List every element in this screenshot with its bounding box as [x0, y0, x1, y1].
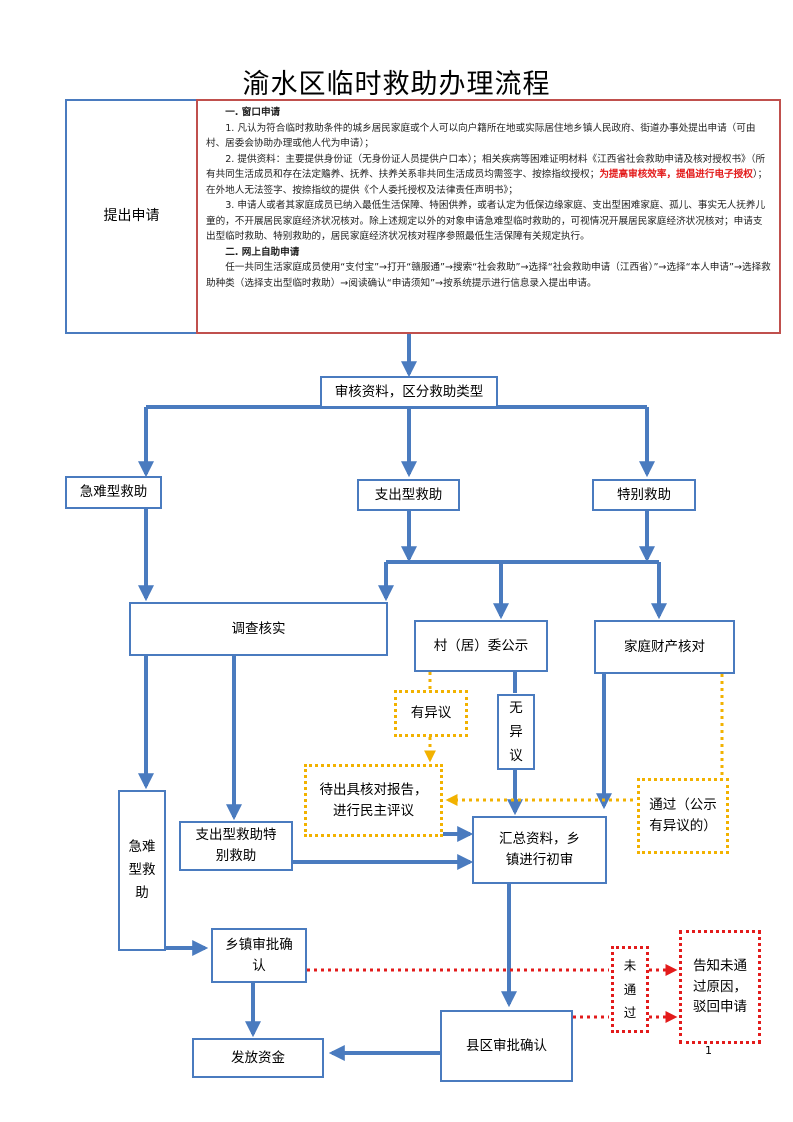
town-approval-box: 乡镇审批确认	[211, 928, 307, 983]
objection-label: 有异议	[410, 705, 452, 722]
summary-label: 汇总资料，乡镇进行初审	[499, 831, 580, 868]
funds-label: 发放资金	[231, 1049, 285, 1066]
no-objection-label: 无异议	[509, 699, 523, 765]
expense-special-label: 支出型救助特别救助	[195, 827, 277, 864]
property-box: 家庭财产核对	[594, 620, 735, 674]
page-number: 1	[705, 1044, 712, 1057]
window-p2b: ）；在外地人无法签字、按捺指纹的提供《个人委托授权及法律责任声明书》；	[206, 169, 768, 196]
apply-box: 提出申请	[65, 99, 198, 334]
investigate-label: 调查核实	[231, 620, 286, 637]
review-label: 审核资料，区分救助类型	[334, 383, 484, 400]
no-objection-box: 无异议	[497, 694, 535, 770]
emergency-label: 急难型救助	[79, 484, 148, 501]
special-box: 特别救助	[592, 479, 696, 511]
report-label: 待出具核对报告，进行民主评议	[319, 781, 428, 819]
passed-label: 通过（公示有异议的）	[649, 797, 717, 834]
objection-box: 有异议	[394, 690, 468, 737]
page-title: 渝水区临时救助办理流程	[242, 69, 551, 100]
window-p1: 1. 凡认为符合临时救助条件的城乡居民家庭或个人可以向户籍所在地或实际居住地乡镇…	[206, 122, 756, 150]
report-box: 待出具核对报告，进行民主评议	[304, 764, 443, 837]
funds-box: 发放资金	[192, 1038, 324, 1078]
apply-label: 提出申请	[103, 207, 160, 224]
property-label: 家庭财产核对	[624, 638, 705, 655]
emergency-box: 急难型救助	[65, 476, 162, 509]
not-passed-label: 未通过	[623, 957, 637, 1021]
village-label: 村（居）委公示	[433, 637, 529, 654]
window-p2: 2. 提供资料：主要提供身份证（无身份证人员提供户口本）；相关疾病等困难证明材料…	[206, 152, 771, 199]
summary-box: 汇总资料，乡镇进行初审	[472, 816, 607, 884]
town-approval-label: 乡镇审批确认	[225, 936, 293, 974]
special-label: 特别救助	[617, 486, 671, 503]
notify-box: 告知未通过原因，驳回申请	[679, 930, 761, 1044]
not-passed-box: 未通过	[611, 946, 649, 1033]
window-p2a: 2. 提供资料：主要提供身份证（无身份证人员提供户口本）；相关疾病等困难证明材料…	[206, 153, 766, 181]
village-box: 村（居）委公示	[414, 620, 548, 672]
window-p3: 3. 申请人或者其家庭成员已纳入最低生活保障、特困供养，或者认定为低保边缘家庭、…	[206, 200, 766, 243]
emergency-vertical-label: 急难型救助	[128, 839, 156, 901]
expense-box: 支出型救助	[357, 479, 460, 511]
county-approval-box: 县区审批确认	[440, 1010, 573, 1082]
investigate-box: 调查核实	[129, 602, 388, 656]
online-heading: 二. 网上自助申请	[225, 246, 300, 258]
expense-label: 支出型救助	[374, 486, 443, 503]
passed-box: 通过（公示有异议的）	[637, 778, 729, 854]
online-p1: 任一共同生活家庭成员使用“支付宝”→打开“赣服通”→搜索“社会救助”→选择“社会…	[206, 262, 771, 289]
window-p2-red: 为提高审核效率，提倡进行电子授权	[599, 169, 753, 181]
notify-label: 告知未通过原因，驳回申请	[693, 957, 747, 1016]
review-box: 审核资料，区分救助类型	[320, 376, 498, 408]
window-heading: 一. 窗口申请	[225, 107, 281, 118]
emergency-vertical-box: 急难型救助	[118, 790, 166, 951]
county-approval-label: 县区审批确认	[466, 1037, 547, 1054]
application-instructions: 一. 窗口申请 1. 凡认为符合临时救助条件的城乡居民家庭或个人可以向户籍所在地…	[196, 99, 781, 334]
expense-special-box: 支出型救助特别救助	[179, 821, 293, 871]
